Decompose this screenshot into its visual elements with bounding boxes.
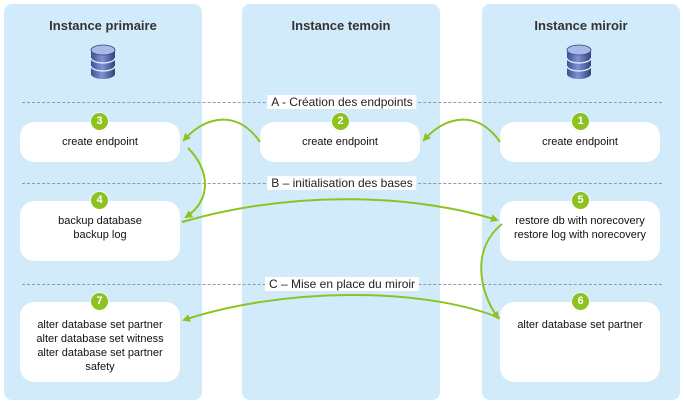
- step-text: alter database set partner: [517, 319, 643, 331]
- step-badge-2: 2: [332, 113, 349, 130]
- step-badge-3: 3: [91, 113, 108, 130]
- step-text: create endpoint: [302, 136, 378, 148]
- step-card-5: restore db with norecovery restore log w…: [500, 201, 660, 261]
- database-icon: [90, 44, 116, 79]
- step-badge-4: 4: [91, 192, 108, 209]
- lane-witness: Instance temoin: [242, 4, 440, 400]
- step-text: restore log with norecovery: [513, 229, 647, 241]
- step-card-4: backup database backup log: [20, 201, 180, 261]
- step-text: backup database: [58, 215, 142, 227]
- step-text: create endpoint: [62, 136, 138, 148]
- lane-title-witness: Instance temoin: [291, 18, 391, 33]
- step-badge-1: 1: [572, 113, 589, 130]
- step-text: alter database set witness: [36, 333, 164, 345]
- lane-title-mirror: Instance miroir: [534, 18, 628, 33]
- step-badge-6: 6: [572, 293, 589, 310]
- section-label-b: B – initialisation des bases: [267, 176, 417, 190]
- step-text: backup log: [73, 229, 127, 241]
- step-text: alter database set partner: [37, 347, 163, 359]
- section-label-a: A - Création des endpoints: [267, 95, 417, 109]
- section-label-c: C – Mise en place du miroir: [264, 277, 420, 291]
- step-text: restore db with norecovery: [515, 215, 645, 227]
- step-text: safety: [85, 361, 115, 373]
- step-badge-5: 5: [572, 192, 589, 209]
- lane-title-primary: Instance primaire: [49, 18, 157, 33]
- step-card-7: alter database set partner alter databas…: [20, 302, 180, 382]
- step-card-6: alter database set partner: [500, 302, 660, 382]
- step-text: alter database set partner: [37, 319, 163, 331]
- step-text: create endpoint: [542, 136, 618, 148]
- step-badge-7: 7: [91, 293, 108, 310]
- database-icon: [566, 44, 592, 79]
